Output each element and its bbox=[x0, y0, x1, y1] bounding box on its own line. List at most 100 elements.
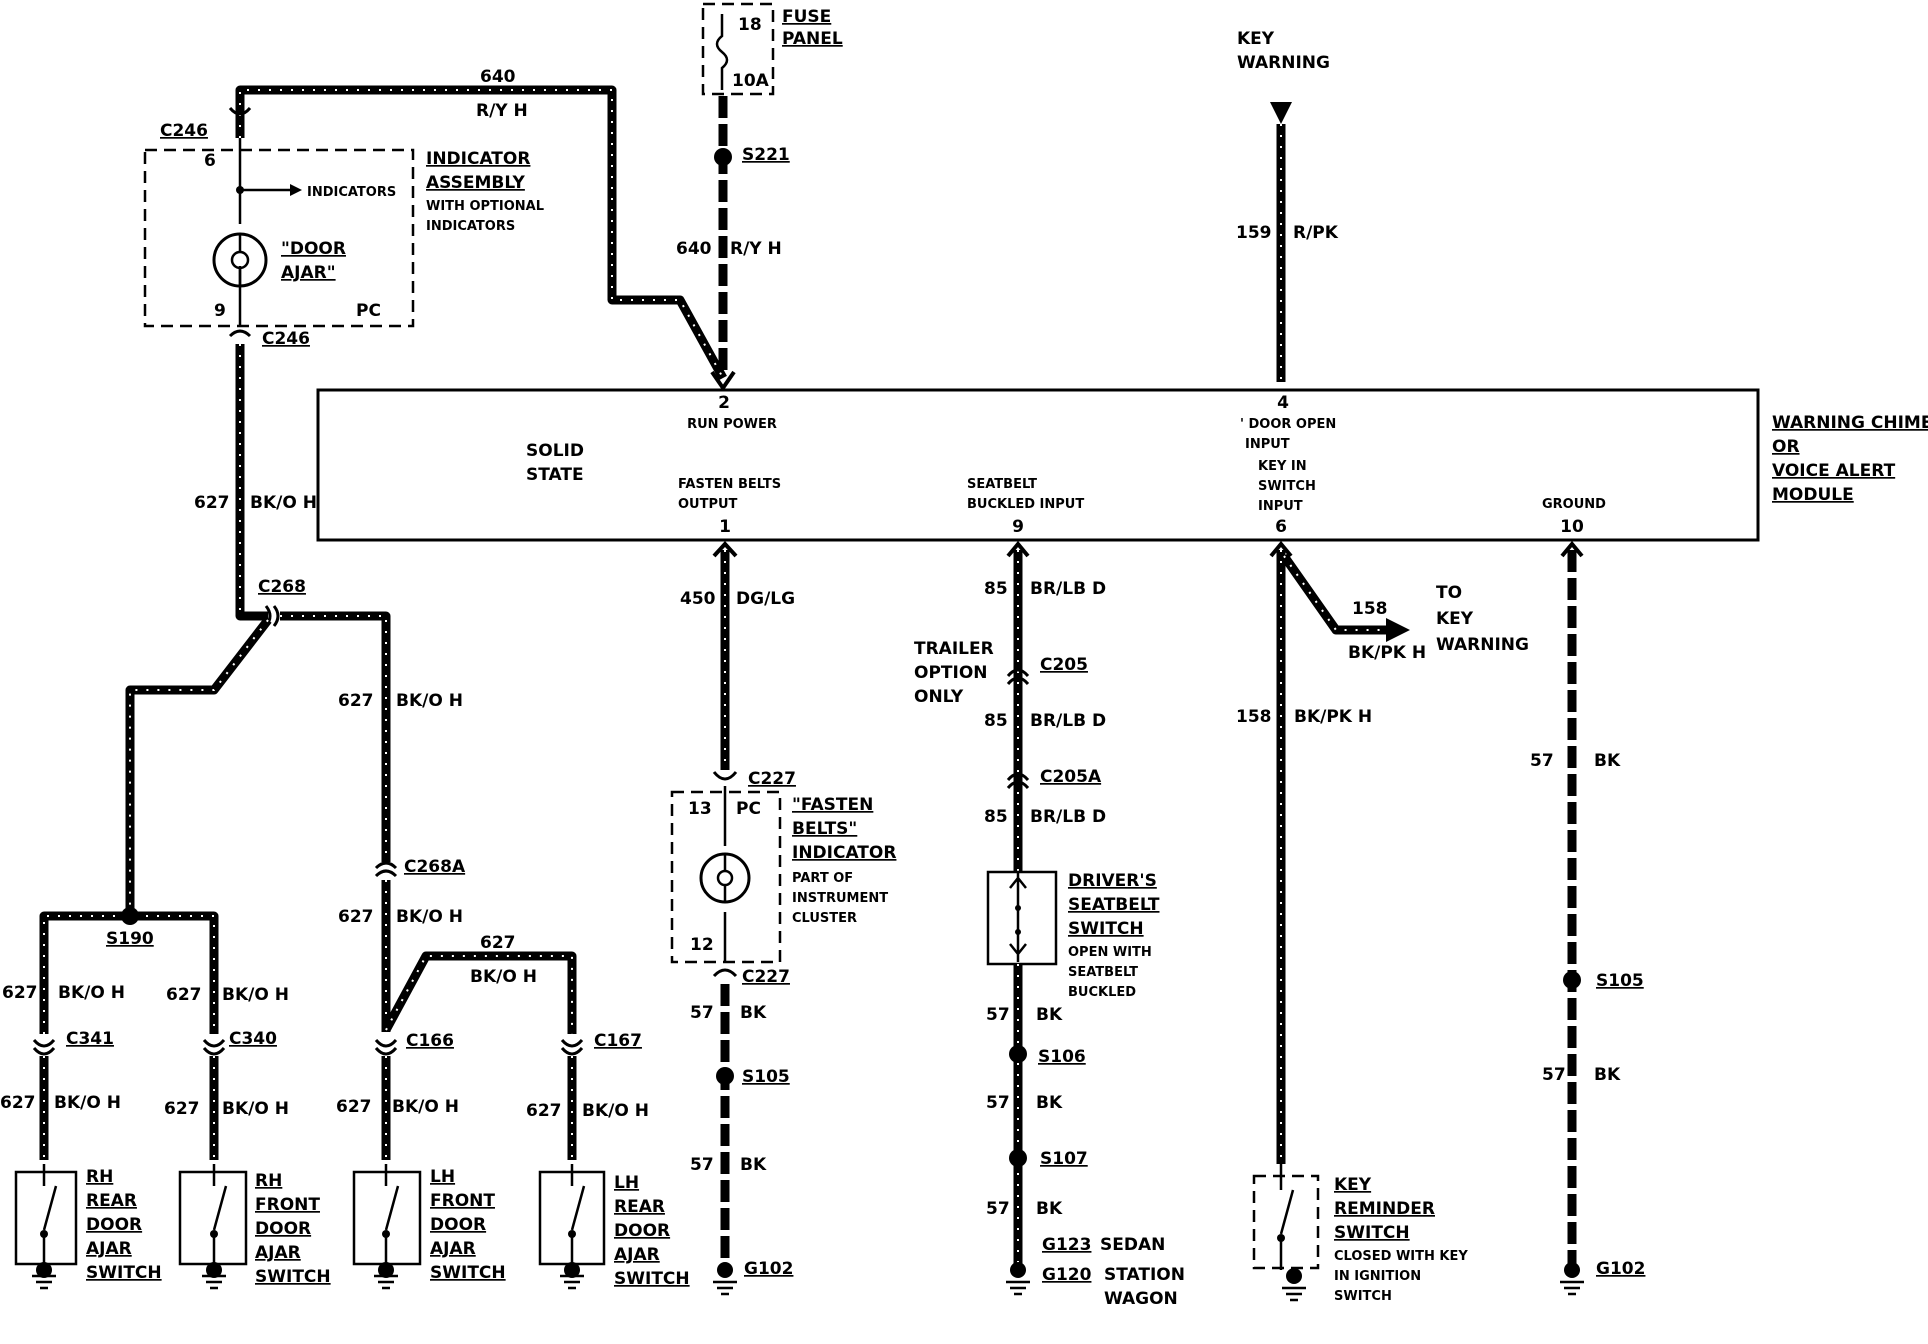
pin-number: 10 bbox=[1560, 517, 1584, 537]
wire-color: BK/O H bbox=[58, 983, 125, 1003]
connector-label: C205 bbox=[1040, 655, 1088, 675]
connector-label: C246 bbox=[160, 121, 208, 141]
wire-number: 627 bbox=[0, 1093, 36, 1113]
wire-number: 640 bbox=[676, 239, 712, 259]
switch-label: LH bbox=[430, 1167, 455, 1187]
wire-number: 627 bbox=[164, 1099, 200, 1119]
wire-640-top bbox=[235, 85, 727, 381]
key-reminder-note: SWITCH bbox=[1334, 1289, 1392, 1304]
ground-icon bbox=[1282, 1286, 1306, 1302]
pin-number: 9 bbox=[214, 301, 226, 321]
wire-color: BK/O H bbox=[392, 1097, 459, 1117]
wire-color: BK/O H bbox=[250, 493, 317, 513]
splice-s221 bbox=[714, 148, 732, 166]
seatbelt-switch-contact-icon bbox=[1009, 872, 1027, 962]
ground-icon bbox=[713, 1280, 737, 1296]
wire-number: 85 bbox=[984, 579, 1008, 599]
to-key-warning-label: KEY bbox=[1436, 609, 1474, 629]
wire-number: 627 bbox=[166, 985, 202, 1005]
wire-speckle bbox=[43, 1056, 573, 1160]
pin-label: SWITCH bbox=[1258, 479, 1316, 494]
wire-158-branch bbox=[1280, 553, 1390, 635]
wire-color: BK/O H bbox=[222, 1099, 289, 1119]
wire-speckle bbox=[239, 89, 724, 379]
pin-number: 9 bbox=[1012, 517, 1024, 537]
switch-label: RH bbox=[255, 1171, 282, 1191]
ground-terminal-icon bbox=[378, 1262, 394, 1278]
pin-number: 4 bbox=[1277, 393, 1289, 413]
trailer-note: ONLY bbox=[914, 687, 964, 707]
wire-color: BK bbox=[740, 1003, 767, 1023]
switch-label: AJAR bbox=[255, 1243, 301, 1263]
fasten-belts-note: CLUSTER bbox=[792, 911, 857, 926]
wire-color: BK bbox=[1036, 1005, 1063, 1025]
switch-label: DOOR bbox=[86, 1215, 142, 1235]
ground-g123-icon bbox=[1010, 1262, 1026, 1278]
to-key-warning-label: TO bbox=[1436, 583, 1462, 603]
door-ajar-label: "DOOR bbox=[281, 239, 346, 259]
connector-c205a-icon bbox=[1006, 772, 1030, 790]
wire-color: R/PK bbox=[1293, 223, 1339, 243]
pin-label: KEY IN bbox=[1258, 459, 1307, 474]
connector-label: G102 bbox=[744, 1259, 793, 1279]
wire-number: 627 bbox=[338, 907, 374, 927]
fasten-belts-title: BELTS" bbox=[792, 819, 857, 839]
connector-c341-icon bbox=[32, 1038, 56, 1056]
wire-number: 627 bbox=[526, 1101, 562, 1121]
pin-number: 1 bbox=[719, 517, 731, 537]
key-reminder-note: CLOSED WITH KEY bbox=[1334, 1249, 1468, 1264]
switch-label: DOOR bbox=[430, 1215, 486, 1235]
connector-label: S190 bbox=[106, 929, 154, 949]
warning-chime-module bbox=[316, 388, 1760, 542]
switch-label: SWITCH bbox=[255, 1267, 331, 1287]
connector-c246-bottom-icon bbox=[228, 329, 252, 338]
seatbelt-switch-note: OPEN WITH bbox=[1068, 945, 1152, 960]
connector-label: C268A bbox=[404, 857, 466, 877]
wire-number: 57 bbox=[986, 1005, 1010, 1025]
indicator-assembly-subtitle: WITH OPTIONAL bbox=[426, 199, 544, 214]
pin-2-arrow bbox=[710, 370, 736, 392]
switch-label: RH bbox=[86, 1167, 113, 1187]
switch-label: REAR bbox=[86, 1191, 137, 1211]
wire-number: 85 bbox=[984, 807, 1008, 827]
wire-color: BK bbox=[1594, 751, 1621, 771]
connector-label: C166 bbox=[406, 1031, 454, 1051]
connector-label: C246 bbox=[262, 329, 310, 349]
module-title: WARNING CHIME OR VOICE ALERT MODULE bbox=[1772, 413, 1928, 505]
connector-c268a-icon bbox=[374, 861, 398, 878]
module-title-line: VOICE ALERT bbox=[1772, 461, 1896, 481]
wire-color: BR/LB D bbox=[1030, 711, 1106, 731]
connector-label: C341 bbox=[66, 1029, 114, 1049]
wire-number: 57 bbox=[1542, 1065, 1566, 1085]
switch-pivot-icon bbox=[210, 1230, 218, 1238]
connector-c227-top-icon bbox=[712, 771, 738, 781]
fuse-box bbox=[701, 2, 775, 96]
switch-label: DOOR bbox=[614, 1221, 670, 1241]
door-switch-lh-rear: LH REAR DOOR AJAR SWITCH bbox=[538, 1164, 690, 1290]
ground-g102-b-icon bbox=[1564, 1262, 1580, 1278]
door-ajar-label: AJAR" bbox=[281, 263, 336, 283]
switch-contact-icon bbox=[570, 1164, 586, 1270]
key-reminder-contact-icon bbox=[1279, 1164, 1295, 1270]
connector-label: C227 bbox=[742, 967, 790, 987]
pin-number: 6 bbox=[1275, 517, 1287, 537]
connector-label: S221 bbox=[742, 145, 790, 165]
switch-label: AJAR bbox=[86, 1239, 132, 1259]
wire-number: 57 bbox=[986, 1199, 1010, 1219]
switch-label: AJAR bbox=[614, 1245, 660, 1265]
fasten-belts-title: "FASTEN bbox=[792, 795, 873, 815]
wire-color: BK bbox=[1036, 1199, 1063, 1219]
switch-label: AJAR bbox=[430, 1239, 476, 1259]
switch-contact-icon bbox=[384, 1164, 400, 1270]
pin-6-arrow bbox=[1269, 540, 1293, 558]
wire-color: BK/O H bbox=[54, 1093, 121, 1113]
door-switch-rh-front: RH FRONT DOOR AJAR SWITCH bbox=[178, 1164, 331, 1290]
wire-number: 158 bbox=[1352, 599, 1388, 619]
wire-number: 627 bbox=[480, 933, 516, 953]
connector-label: G123 bbox=[1042, 1235, 1091, 1255]
seatbelt-switch-title: SEATBELT bbox=[1068, 895, 1160, 915]
indicators-label: INDICATORS bbox=[307, 185, 396, 200]
seatbelt-switch-note: SEATBELT bbox=[1068, 965, 1138, 980]
connector-c167-icon bbox=[560, 1038, 584, 1056]
